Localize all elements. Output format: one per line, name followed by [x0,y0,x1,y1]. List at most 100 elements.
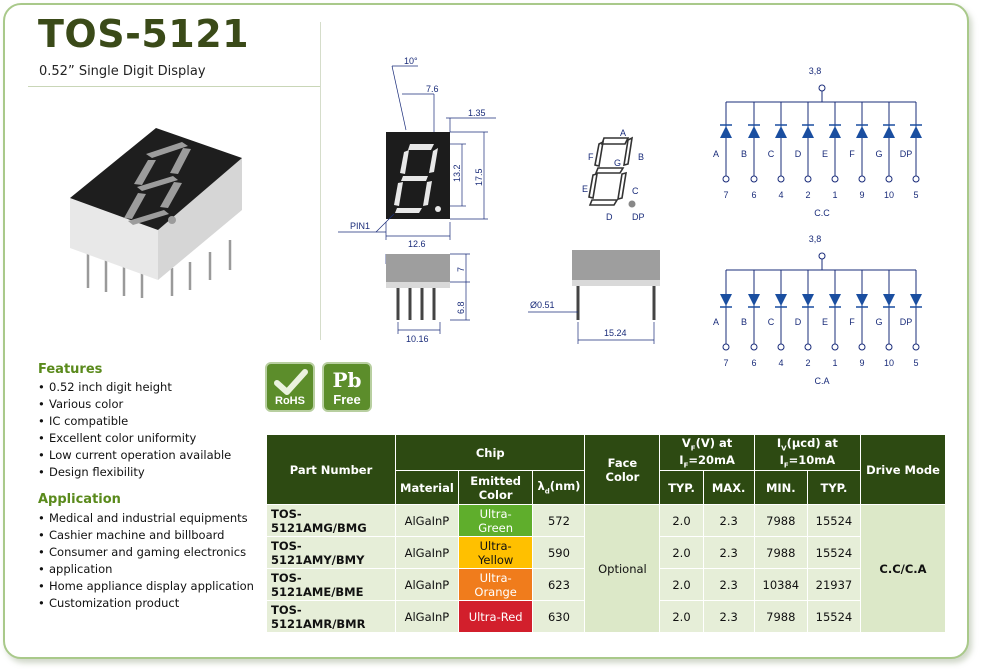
cell-emitted-color: Ultra-Yellow [457,536,534,569]
header-iv-typ: TYP. [806,470,862,505]
pin-number: 10 [884,358,894,368]
cell-vf-typ: 2.0 [659,536,704,569]
segment-label: B [741,317,747,327]
list-item: Home appliance display application [38,578,254,595]
cell-part: TOS-5121AMY/BMY [266,536,396,569]
pin-number: 2 [805,358,810,368]
diode-symbol [775,126,787,138]
cell-emitted-color: Ultra-Orange [457,568,534,601]
diode-symbol [856,126,868,138]
segment-label: DP [900,149,913,159]
pin-terminal [722,175,730,183]
header-iv: IV(μcd) at IF=10mA [753,434,862,471]
dim-17-5: 17.5 [474,168,484,186]
pin-number: 1 [832,358,837,368]
table-row: TOS-5121AME/BME AlGaInP Ultra-Orange 623… [266,568,946,601]
vertical-divider [320,22,321,340]
seg-label-d: D [606,212,613,222]
dim-angle: 10° [404,56,418,66]
segment-label: G [875,317,882,327]
rohs-label: RoHS [275,395,305,407]
list-item: Consumer and gaming electronics [38,544,254,561]
cell-material: AlGaInP [395,536,459,569]
segment-diagram: A B F G C E D DP [582,128,645,222]
seg-label-e: E [582,184,588,194]
list-item: Medical and industrial equipments [38,510,254,527]
dim-7: 7 [456,267,466,272]
list-item: Cashier machine and billboard [38,527,254,544]
dim-13-2: 13.2 [452,164,462,182]
segment-label: A [713,317,719,327]
pin-terminal [804,343,812,351]
seg-label-c: C [632,186,639,196]
pin-terminal [885,343,893,351]
dim-10-16: 10.16 [406,334,429,342]
header-iv-min: MIN. [753,470,808,505]
seg-label-f: F [588,152,594,162]
segment-label: C [768,149,775,159]
pin-terminal [750,343,758,351]
header-lambda: λd(nm) [532,470,586,505]
diode-symbol [910,126,922,138]
pin-terminal [722,343,730,351]
list-item: Excellent color uniformity [38,430,231,447]
diode-symbol [775,294,787,306]
circuit-type-label: C.C [814,208,830,218]
pb-label: Pb [332,368,362,392]
cell-iv-typ: 15524 [806,536,862,569]
pin-number: 6 [751,358,756,368]
list-item: Various color [38,396,231,413]
segment-label: F [849,317,855,327]
dimension-drawing-front: 10° 7.6 1.35 13.2 17.5 12.6 PIN1 7 6.8 1… [338,56,496,342]
pin-number: 6 [751,190,756,200]
free-label: Free [333,392,361,407]
pin-terminal [831,343,839,351]
header-part-number: Part Number [266,434,396,505]
cell-vf-typ: 2.0 [659,504,704,537]
list-item: Low current operation available [38,447,231,464]
spec-table: Part Number Chip Face Color VF(V) at IF=… [266,434,946,633]
pin-terminal [858,175,866,183]
cell-iv-min: 7988 [753,536,808,569]
cell-iv-min: 7988 [753,504,808,537]
list-item-continued: application [38,561,254,578]
cell-lambda: 623 [532,568,586,601]
application-heading: Application [38,492,121,507]
pin-number: 1 [832,190,837,200]
diode-symbol [883,294,895,306]
pin-terminal [858,343,866,351]
pin-terminal [750,175,758,183]
checkmark-icon [274,369,308,395]
cell-vf-typ: 2.0 [659,600,704,633]
diode-symbol [720,294,732,306]
diode-symbol [748,294,760,306]
pin-number: 9 [859,190,864,200]
pin-number: 5 [913,358,918,368]
table-row: TOS-5121AMY/BMY AlGaInP Ultra-Yellow 590… [266,536,946,569]
header-vf-typ: TYP. [659,470,704,505]
diode-symbol [802,294,814,306]
cell-iv-min: 10384 [753,568,808,601]
pin-number: 4 [778,358,783,368]
cell-face-color: Optional [584,504,661,633]
pin-number: 9 [859,358,864,368]
pb-free-badge: Pb Free [322,362,372,412]
seg-label-a: A [620,128,626,138]
diode-symbol [829,126,841,138]
dim-1-35: 1.35 [468,108,486,118]
product-subtitle: 0.52” Single Digit Display [39,64,206,79]
table-row: TOS-5121AMR/BMR AlGaInP Ultra-Red 630 2.… [266,600,946,633]
cell-vf-max: 2.3 [702,536,755,569]
application-list: Medical and industrial equipments Cashie… [38,510,254,612]
cell-vf-max: 2.3 [702,600,755,633]
pin-number: 10 [884,190,894,200]
segment-label: B [741,149,747,159]
cell-material: AlGaInP [395,568,459,601]
features-heading: Features [38,362,103,377]
pin-terminal [912,175,920,183]
pin-number: 2 [805,190,810,200]
pin-number: 7 [723,190,728,200]
dim-12-6: 12.6 [408,239,426,249]
side-view-drawing: Ø0.51 15.24 [528,250,660,344]
seg-label-g: G [614,158,621,168]
